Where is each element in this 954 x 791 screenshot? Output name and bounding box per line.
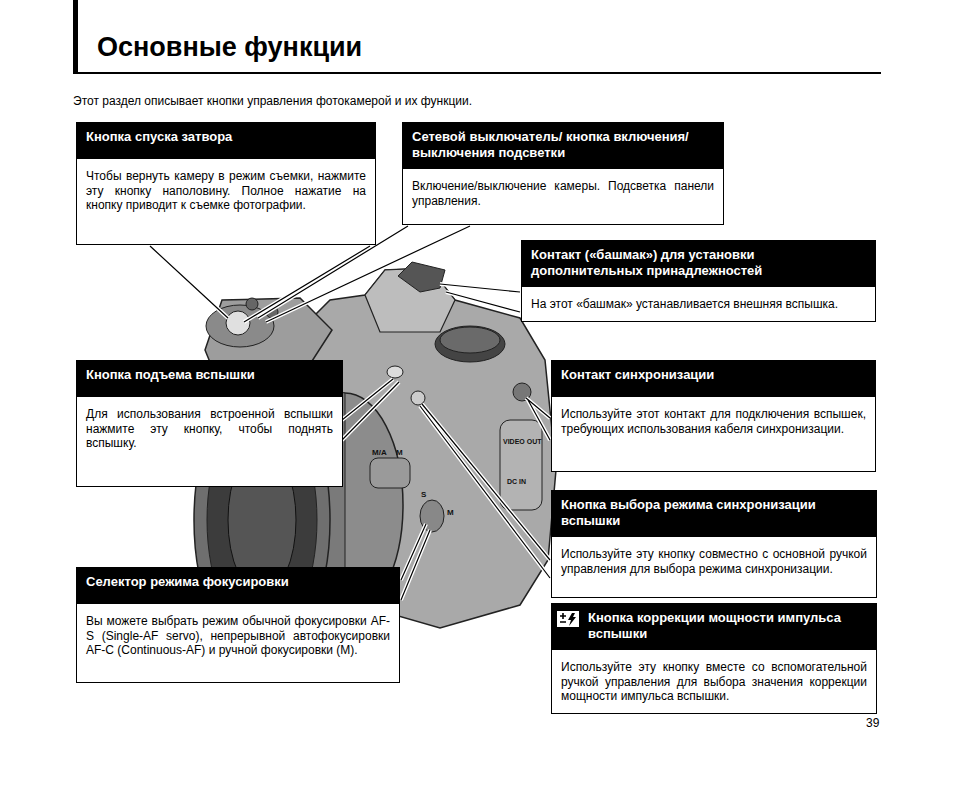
part-marking: M — [396, 448, 403, 457]
port-cover — [500, 420, 542, 510]
callout-body: Включение/выключение камеры. Подсветка п… — [403, 169, 723, 217]
callout-box: Контакт синхронизацииИспользуйте этот ко… — [551, 360, 876, 472]
title-rule — [73, 72, 881, 74]
callout-heading: Селектор режима фокусировки — [77, 568, 399, 604]
callout-heading: Кнопка спуска затвора — [77, 123, 375, 159]
page-text: Этот раздел описывает кнопки управления … — [73, 94, 472, 108]
part-marking: M/A — [372, 448, 387, 457]
callout-body: Чтобы вернуть камеру в режим съемки, наж… — [77, 159, 375, 222]
callout-box: Кнопка выбора режима синхронизации вспыш… — [551, 490, 877, 598]
page-title: Основные функции — [97, 32, 362, 63]
callout-box: Контакт («башмак») для установки дополни… — [521, 240, 876, 322]
callout-box: Селектор режима фокусировкиВы можете выб… — [76, 567, 400, 683]
callout-heading: Контакт синхронизации — [552, 361, 875, 397]
callout-box: Кнопка коррекции мощности импульса вспыш… — [551, 603, 877, 714]
part-marking: DC IN — [507, 478, 526, 485]
icon-ground — [557, 611, 579, 627]
callout-body: Используйте этот контакт для подключения… — [552, 397, 875, 445]
callout-box: Сетевой выключатель/ кнопка включения/вы… — [402, 122, 724, 225]
flash-comp-icon — [557, 611, 579, 627]
callout-heading: Контакт («башмак») для установки дополни… — [522, 241, 875, 287]
mode-dial-top — [440, 327, 500, 353]
callout-body: Вы можете выбрать режим обычной фокусиро… — [77, 604, 399, 667]
small-button — [246, 298, 258, 310]
af-switch — [370, 458, 410, 488]
callout-body: Используйте эту кнопку вместе со вспомог… — [552, 650, 876, 713]
flash-mode-button — [411, 391, 425, 405]
flash-button — [387, 366, 403, 378]
part-marking: VIDEO OUT — [503, 438, 542, 445]
mode-dial — [435, 326, 505, 362]
title-bar — [73, 0, 78, 74]
callout-heading: Кнопка подъема вспышки — [77, 361, 342, 397]
callout-heading-text: Кнопка коррекции мощности импульса вспыш… — [588, 610, 841, 641]
callout-heading: Сетевой выключатель/ кнопка включения/вы… — [403, 123, 723, 169]
page-text: 39 — [866, 716, 879, 730]
icon-bolt — [568, 613, 576, 626]
callout-box: Кнопка подъема вспышкиДля использования … — [76, 360, 343, 487]
shutter-button — [226, 311, 250, 335]
callout-heading: Кнопка выбора режима синхронизации вспыш… — [552, 491, 876, 537]
callout-box: Кнопка спуска затвораЧтобы вернуть камер… — [76, 122, 376, 245]
hot-shoe — [398, 262, 445, 292]
callout-body: Используйте эту кнопку совместно с основ… — [552, 537, 876, 585]
callout-body: На этот «башмак» устанавливается внешняя… — [522, 287, 875, 321]
part-marking: S — [421, 490, 426, 499]
icon-plusminus — [560, 613, 566, 622]
callout-heading: Кнопка коррекции мощности импульса вспыш… — [552, 604, 876, 650]
callout-body: Для использования встроенной вспышки наж… — [77, 397, 342, 460]
part-marking: M — [447, 508, 454, 517]
